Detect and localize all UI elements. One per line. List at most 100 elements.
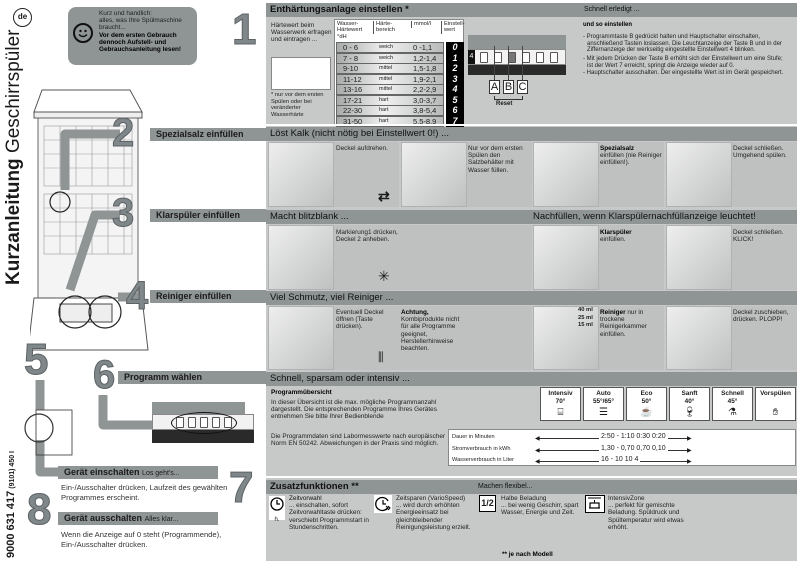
dishwasher-illustration xyxy=(30,89,149,351)
data-label: Stromverbrauch in kWh xyxy=(452,445,511,452)
rinse-open-image xyxy=(268,225,334,290)
program-temp xyxy=(756,398,795,406)
function-speed-text: Zeitsparen (VarioSpeed)... wird durch er… xyxy=(396,495,471,531)
data-value: 16 - 10 10 4 xyxy=(599,456,641,463)
setting-value: 5 xyxy=(446,94,464,106)
data-label: Dauer in Minuten xyxy=(452,434,495,440)
step-number-3: 3 xyxy=(111,191,135,235)
range-value: mittel xyxy=(379,86,393,92)
step-number-6: 6 xyxy=(92,353,116,397)
header-dh: Wasser-Härtewert °dH xyxy=(337,21,363,40)
intro-warning: Vor dem ersten Gebrauch dennoch Aufstell… xyxy=(99,31,182,54)
header-mmol: mmol/l xyxy=(411,21,441,29)
range-value: hart xyxy=(379,117,389,124)
mmol-value: 1,2-1,4 xyxy=(413,53,437,63)
detergent-step2-text: Reiniger nur in trockene Reinigerkammer … xyxy=(600,309,647,338)
label-rinse-aid: Klarspüler einfüllen xyxy=(150,209,268,222)
section3-right-header: Nachfüllen, wenn Klarspülernachfüllanzei… xyxy=(530,210,797,224)
data-value: 1,30 - 0,70 0,70 0,10 xyxy=(599,444,668,452)
clock-icon[interactable]: h. xyxy=(269,496,285,523)
setting-display-illustration: 4 xyxy=(468,35,566,79)
program-data-row: Dauer in Minuten◀▶2:50 - 1:10 0:30 0:20 xyxy=(452,433,692,442)
header-range: Härte-bereich xyxy=(373,21,403,34)
label-salt: Spezialsalz einfüllen xyxy=(150,128,268,141)
hardness-ask-text: Härtewert beim Wasserwerk erfragen und e… xyxy=(271,22,332,44)
salt-step2-text: Nur vor dem ersten Spülen den Salzbehält… xyxy=(468,145,523,174)
program-name: Sanft xyxy=(681,390,698,397)
cup-plate-icon: ☕ xyxy=(640,407,653,418)
dh-value: 7 - 8 xyxy=(343,53,359,63)
range-value: mittel xyxy=(379,75,393,82)
mmol-value: 2,2-2,9 xyxy=(413,85,437,94)
program-temp: 45° xyxy=(727,398,738,405)
mmol-value: 0 -1,1 xyxy=(413,43,433,52)
setting-instructions: und so einstellen - Programmtaste B gedr… xyxy=(583,22,784,76)
rinse-step3-text: Deckel schließen. KLICK! xyxy=(733,229,784,244)
salt-cap-close-image xyxy=(666,142,732,207)
step-number-4: 4 xyxy=(125,274,149,318)
label-program: Programm wählen xyxy=(118,371,268,384)
step-number-1: 1 xyxy=(231,5,257,54)
step-connectors xyxy=(24,129,152,477)
setting-value: 1 xyxy=(446,52,464,64)
salt-fill-image xyxy=(533,142,599,207)
dh-value: 13-16 xyxy=(343,85,363,94)
switch-off-text: Wenn die Anzeige auf 0 steht (Programmen… xyxy=(61,530,222,549)
dh-value: 22-30 xyxy=(343,106,363,115)
detergent-step3-text: Deckel zuschieben, drücken. PLOPP! xyxy=(733,309,789,324)
intro-bubble: Kurz und handlich: alles, was Ihre Spülm… xyxy=(68,7,197,65)
rinse-step1-text: Markierung1 drücken, Deckel 2 anheben. xyxy=(336,229,398,244)
intensive-zone-icon[interactable] xyxy=(585,495,605,513)
setting-value: 7 xyxy=(446,115,464,127)
mmol-value: 1,9-2,1 xyxy=(413,74,437,84)
reset-label: Reset xyxy=(496,101,513,107)
salt-cap-open-image xyxy=(268,142,334,207)
function-intensive-text: IntensivZone... perfekt für gemischte Be… xyxy=(608,495,684,531)
language-badge: de xyxy=(13,8,32,27)
program-data-row: Wasserverbrauch in Liter◀▶16 - 10 10 4 xyxy=(452,456,692,465)
mmol-value: 1,5-1,8 xyxy=(413,64,437,73)
rinse-aid-symbol-icon: ✳ xyxy=(378,268,390,284)
label-switch-off: Gerät ausschalten Alles klar... xyxy=(58,512,218,525)
hardness-entry-field[interactable] xyxy=(271,57,331,90)
hardness-row: 13-16 mittel 2,2-2,9 4 xyxy=(336,84,464,95)
rinse-close-image xyxy=(666,225,732,290)
detergent-fill-image xyxy=(533,306,599,370)
display-digit: 4 xyxy=(468,50,475,64)
clock-fast-icon[interactable] xyxy=(374,495,392,513)
lab-values-text: Die Programmdaten sind Labormesswerte na… xyxy=(271,433,446,448)
section4-header: Viel Schmutz, viel Reiniger ... xyxy=(266,291,797,305)
header-setting: Einstell-wert xyxy=(441,21,465,34)
section7-header: Zusatzfunktionen ** xyxy=(266,480,797,494)
salt-step1-text: Deckel aufdrehen. xyxy=(336,145,388,152)
pot-icon: ⌸ xyxy=(557,407,564,418)
setting-value: 0 xyxy=(446,42,464,53)
mmol-value: 3,0-3,7 xyxy=(413,95,437,105)
label-switch-on: Gerät einschalten Los geht's... xyxy=(58,466,218,479)
program-name: Intensiv xyxy=(548,390,573,397)
range-value: hart xyxy=(379,96,389,103)
program-overview-title: Programmübersicht xyxy=(271,389,332,396)
dh-value: 0 - 6 xyxy=(343,43,359,52)
intro-line2: alles, was Ihre Spülmaschine braucht... xyxy=(99,17,182,32)
section2-header: Löst Kalk (nicht nötig bei Einstellwert … xyxy=(266,127,797,141)
key-c: C xyxy=(517,80,528,94)
setting-value: 4 xyxy=(446,84,464,95)
salt-step4-text: Deckel schließen. Umgehend spülen. xyxy=(733,145,787,160)
salt-water-fill-image xyxy=(401,142,467,207)
hardness-footnote: * nur vor dem ersten Spülen oder bei ver… xyxy=(271,92,324,118)
function-delay-text: Zeitvorwahl... einschalten, sofort Zeitv… xyxy=(289,495,369,531)
detergent-open-image xyxy=(268,306,334,370)
program-name: Eco xyxy=(640,390,653,397)
switch-on-text: Ein-/Ausschalter drücken, Laufzeit des g… xyxy=(61,483,228,502)
program-name: Schnell xyxy=(721,390,744,397)
half-load-icon[interactable]: 1/2 xyxy=(479,495,496,512)
